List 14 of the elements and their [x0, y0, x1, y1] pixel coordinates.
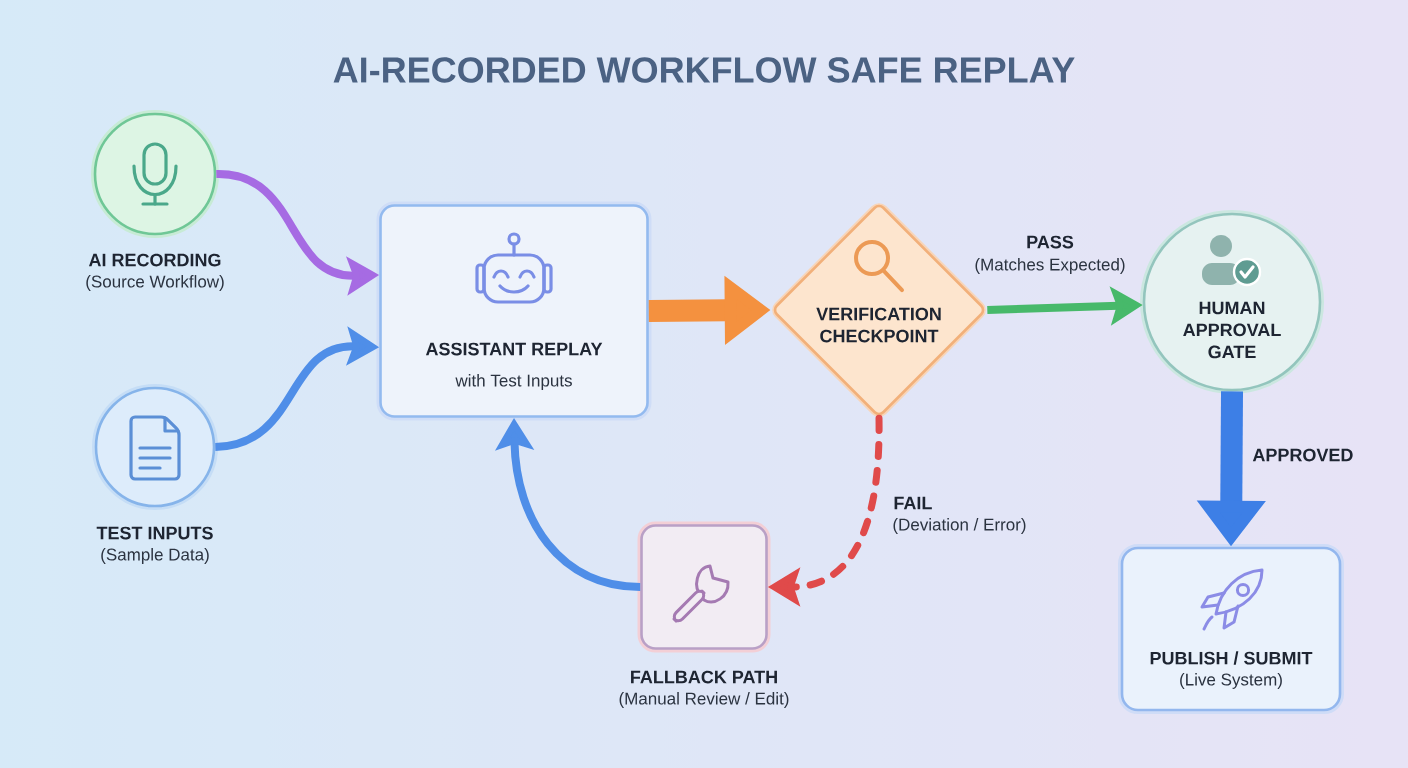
- process-box: ASSISTANT REPLAY with Test Inputs: [376, 201, 652, 421]
- node-title: TEST INPUTS: [96, 526, 213, 540]
- node-subtitle: (Manual Review / Edit): [619, 692, 789, 708]
- edge-label: APPROVED: [1252, 448, 1353, 462]
- edge-note: (Deviation / Error): [893, 518, 1026, 534]
- node-title: FALLBACK PATH: [631, 670, 777, 684]
- edge-note: (Matches Expected): [975, 258, 1125, 274]
- edge-label: PASS: [1027, 235, 1074, 249]
- node-subtitle: (Sample Data): [101, 548, 209, 564]
- process-box: PUBLISH / SUBMIT (Live System): [1118, 544, 1344, 714]
- edge-label: FAIL: [894, 496, 932, 510]
- node-subtitle: (Source Workflow): [86, 275, 224, 291]
- node-title: AI RECORDING: [88, 253, 221, 267]
- title: AI-RECORDED WORKFLOW SAFE REPLAY: [333, 57, 1075, 83]
